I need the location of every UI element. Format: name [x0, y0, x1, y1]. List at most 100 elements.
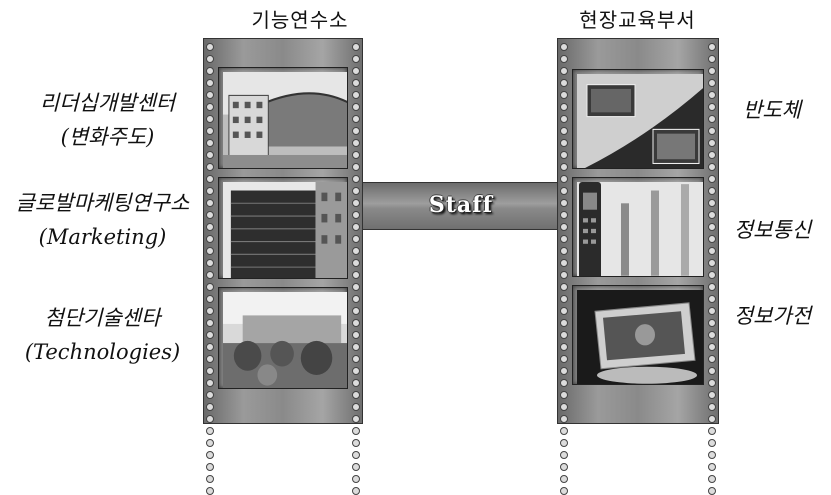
sprocket-hole — [560, 331, 568, 339]
sprocket-hole — [708, 475, 716, 483]
advanced-tech-center-photo — [218, 287, 348, 389]
sprocket-hole — [708, 79, 716, 87]
sprocket-hole — [206, 175, 214, 183]
sprocket-hole — [206, 415, 214, 423]
sprocket-hole — [206, 259, 214, 267]
sprocket-hole — [708, 223, 716, 231]
left-column-title: 기능연수소 — [251, 8, 349, 32]
sprocket-hole — [560, 79, 568, 87]
sprocket-hole — [352, 271, 360, 279]
sprocket-hole — [352, 187, 360, 195]
sprocket-hole — [206, 67, 214, 75]
sprocket-hole — [206, 307, 214, 315]
sprocket-hole — [206, 151, 214, 159]
staff-label: Staff — [428, 192, 494, 218]
sprocket-hole — [206, 271, 214, 279]
sprocket-hole — [352, 331, 360, 339]
sprocket-hole — [708, 259, 716, 267]
sprocket-hole — [206, 487, 214, 495]
sprocket-hole — [708, 427, 716, 435]
sprocket-hole — [708, 319, 716, 327]
sprocket-hole — [352, 199, 360, 207]
sprocket-hole — [352, 175, 360, 183]
sprocket-hole — [206, 79, 214, 87]
sprocket-hole — [352, 151, 360, 159]
sprocket-hole — [560, 91, 568, 99]
sprocket-hole — [708, 283, 716, 291]
sprocket-hole — [708, 391, 716, 399]
right-label-3: 정보가전 — [733, 304, 812, 328]
right-column-title: 현장교육부서 — [579, 8, 696, 32]
sprocket-hole — [206, 247, 214, 255]
sprocket-hole — [206, 139, 214, 147]
sprocket-hole — [352, 139, 360, 147]
left-label-3-name: 첨단기술센타 — [44, 306, 161, 330]
sprocket-hole — [206, 463, 214, 471]
sprocket-hole — [560, 427, 568, 435]
sprocket-hole — [206, 55, 214, 63]
right-strip-holes-right — [708, 39, 716, 495]
sprocket-hole — [708, 187, 716, 195]
sprocket-hole — [708, 379, 716, 387]
sprocket-hole — [560, 403, 568, 411]
sprocket-hole — [206, 451, 214, 459]
sprocket-hole — [708, 295, 716, 303]
left-label-2-name: 글로발마케팅연구소 — [15, 191, 190, 215]
sprocket-hole — [206, 475, 214, 483]
sprocket-hole — [560, 451, 568, 459]
sprocket-hole — [206, 187, 214, 195]
sprocket-hole — [560, 271, 568, 279]
sprocket-hole — [708, 163, 716, 171]
sprocket-hole — [560, 55, 568, 63]
sprocket-hole — [708, 331, 716, 339]
left-label-1-name: 리더십개발센터 — [39, 91, 176, 115]
sprocket-hole — [560, 199, 568, 207]
sprocket-hole — [560, 391, 568, 399]
sprocket-hole — [206, 331, 214, 339]
left-label-3: 첨단기술센타 (Technologies) — [15, 301, 190, 369]
sprocket-hole — [206, 115, 214, 123]
sprocket-hole — [708, 55, 716, 63]
sprocket-hole — [352, 403, 360, 411]
sprocket-hole — [560, 379, 568, 387]
right-label-1: 반도체 — [743, 98, 801, 122]
sprocket-hole — [206, 223, 214, 231]
sprocket-hole — [560, 103, 568, 111]
sprocket-hole — [560, 367, 568, 375]
sprocket-hole — [206, 319, 214, 327]
left-film-strip — [203, 38, 363, 495]
sprocket-hole — [352, 283, 360, 291]
sprocket-hole — [708, 151, 716, 159]
sprocket-hole — [560, 259, 568, 267]
sprocket-hole — [352, 475, 360, 483]
sprocket-hole — [206, 343, 214, 351]
sprocket-hole — [352, 487, 360, 495]
sprocket-hole — [352, 367, 360, 375]
sprocket-hole — [708, 451, 716, 459]
sprocket-hole — [352, 79, 360, 87]
sprocket-hole — [708, 403, 716, 411]
sprocket-hole — [352, 439, 360, 447]
sprocket-hole — [560, 475, 568, 483]
sprocket-hole — [206, 391, 214, 399]
sprocket-hole — [206, 379, 214, 387]
sprocket-hole — [708, 91, 716, 99]
left-label-2-sub: (Marketing) — [38, 225, 167, 249]
sprocket-hole — [708, 247, 716, 255]
sprocket-hole — [708, 139, 716, 147]
sprocket-hole — [352, 355, 360, 363]
sprocket-hole — [560, 307, 568, 315]
global-marketing-lab-photo — [218, 177, 348, 279]
sprocket-hole — [560, 415, 568, 423]
sprocket-hole — [560, 115, 568, 123]
sprocket-hole — [560, 187, 568, 195]
sprocket-hole — [708, 199, 716, 207]
sprocket-hole — [352, 115, 360, 123]
sprocket-hole — [352, 259, 360, 267]
left-label-1-sub: (변화주도) — [60, 125, 155, 149]
sprocket-hole — [560, 487, 568, 495]
sprocket-hole — [352, 463, 360, 471]
sprocket-hole — [352, 415, 360, 423]
sprocket-hole — [708, 463, 716, 471]
sprocket-hole — [352, 319, 360, 327]
